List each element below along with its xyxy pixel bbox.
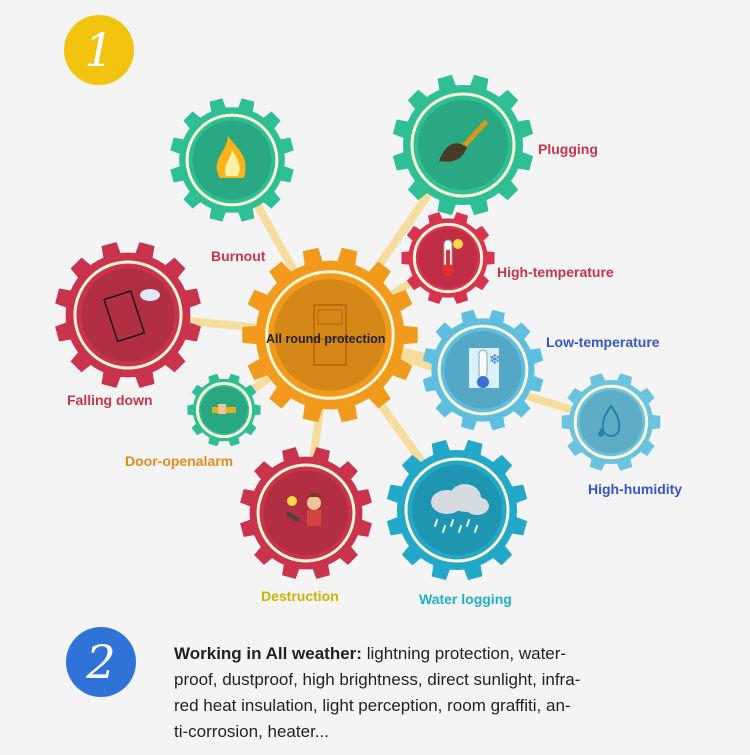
description-line-3: red heat insulation, light perception, r… [174,696,571,715]
thermometer-hot-icon [442,239,463,276]
svg-text:❄: ❄ [489,352,501,368]
gear-destruction-ring [256,463,356,563]
falling-box-icon [103,289,160,343]
label-high-temperature: High-temperature [497,264,614,280]
gear-destruction-face [263,470,349,556]
gear-center [242,247,418,423]
gear-low-temperature-ring [437,324,529,416]
description-line-2: proof, dustproof, high brightness, direc… [174,670,581,689]
icons: ❄ [103,120,621,533]
description-paragraph: Working in All weather: lightning protec… [174,641,644,745]
thermometer-cold-icon: ❄ [469,348,501,388]
label-plugging: Plugging [538,141,598,157]
gear-high-humidity-face [579,390,643,454]
door-hand-icon [212,404,236,414]
label-low-temperature: Low-temperature [546,334,660,350]
label-high-humidity: High-humidity [588,481,683,497]
label-water-logging: Water logging [419,591,512,607]
gear-high-temperature-ring [412,222,484,294]
description-line-4: ti-corrosion, heater... [174,722,329,741]
vandal-icon [285,493,322,526]
plunger-icon [439,120,488,162]
label-door-open-alarm: Door-openalarm [125,453,234,469]
water-drop-icon [598,404,621,438]
gear-door-open-alarm-ring [195,381,253,439]
description-heading: Working in All weather: [174,644,362,663]
gear-destruction [240,447,372,579]
step-two-badge: 2 [66,627,136,697]
gear-high-humidity-ring [573,384,649,460]
step-one-badge: 1 [64,15,134,85]
gear-burnout-ring [185,113,279,207]
label-destruction: Destruction [261,588,339,604]
gear-falling-down-ring [73,260,183,370]
step-one-number: 1 [84,23,114,77]
description-line-1: lightning protection, water- [366,644,567,663]
kiosk-icon [313,304,347,366]
gear-falling-down-face [81,268,175,362]
gear-falling-down [55,242,201,388]
label-falling-down: Falling down [67,392,153,408]
center-label: All round protection [266,332,386,346]
rain-cloud-icon [431,484,489,533]
fire-icon [216,136,246,178]
step-two-number: 2 [86,635,116,689]
label-burnout: Burnout [211,248,266,264]
gear-center-face [274,279,386,391]
gear-water-logging-ring [404,457,510,563]
gear-center-ring [265,270,395,400]
gear-plugging-ring [410,92,516,198]
gear-high-humidity [561,373,661,471]
